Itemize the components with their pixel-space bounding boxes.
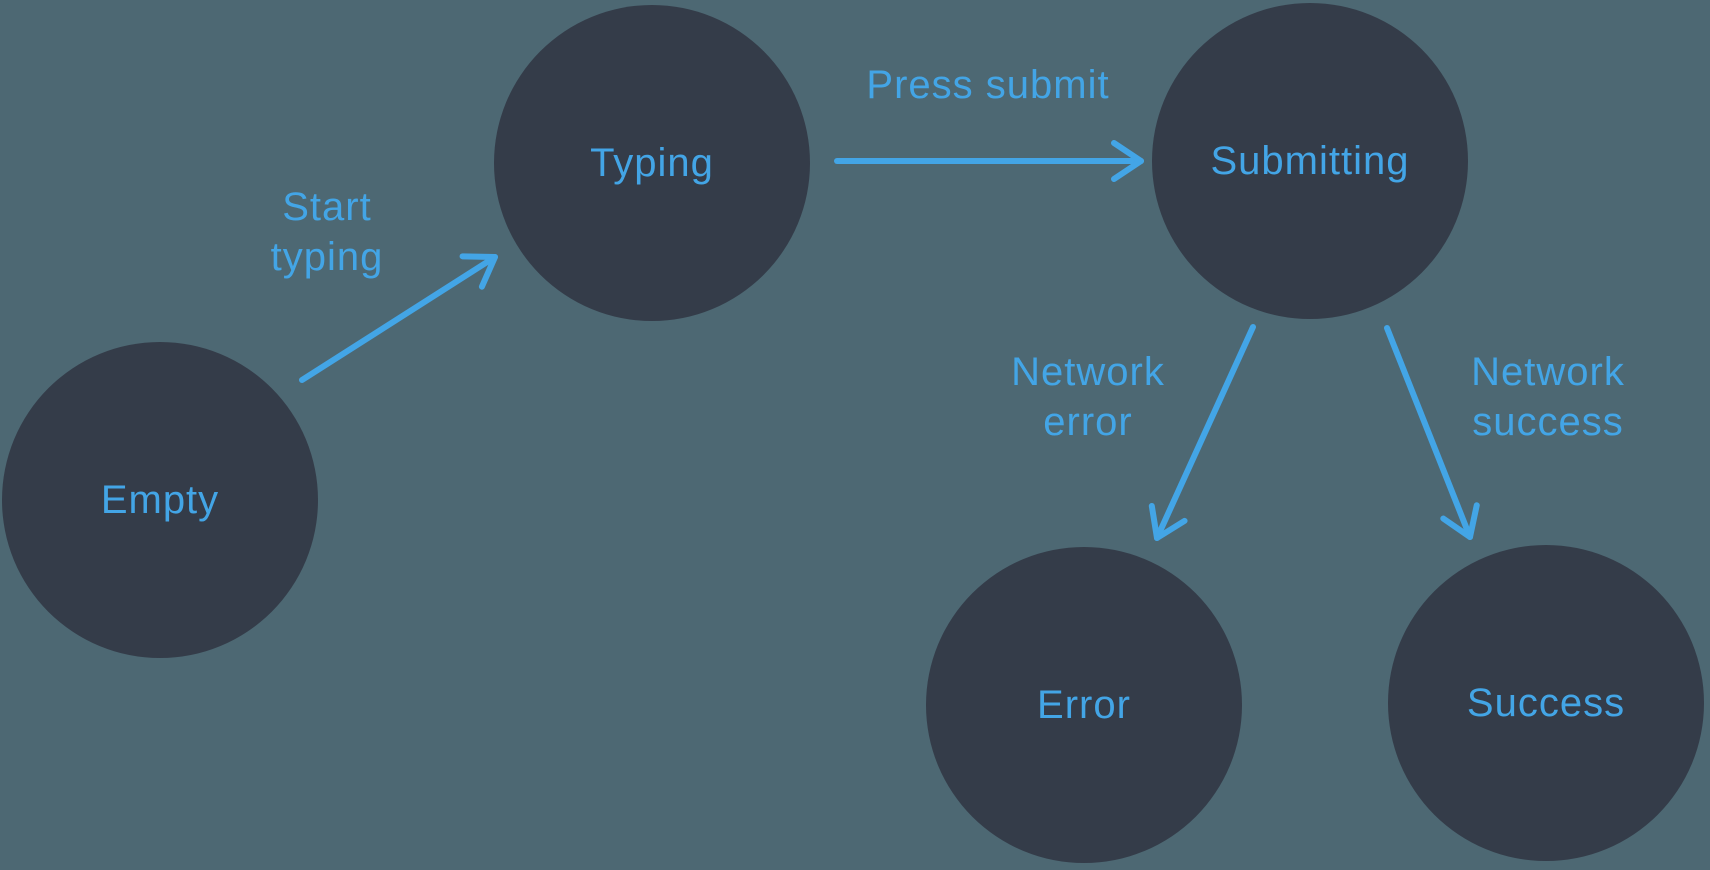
node-success-label: Success [1466, 680, 1626, 725]
edge-network-success-arrow [1384, 325, 1480, 540]
node-success: Success [1388, 545, 1704, 861]
node-error: Error [926, 547, 1242, 863]
edge-start-typing-arrow [299, 253, 498, 383]
node-submitting: Submitting [1152, 3, 1468, 319]
edge-label-press-submit: Press submit [866, 63, 1110, 107]
edge-label-network-error: Network error [1011, 350, 1165, 444]
node-typing: Typing [494, 5, 810, 321]
node-error-label: Error [1037, 682, 1131, 727]
edge-label-network-success: Network success [1471, 350, 1625, 444]
node-submitting-label: Submitting [1210, 138, 1410, 183]
node-empty: Empty [2, 342, 318, 658]
node-empty-label: Empty [100, 477, 220, 522]
node-typing-label: Typing [590, 140, 714, 185]
edge-label-start-typing: Start typing [270, 185, 384, 279]
edge-network-error-arrow [1148, 324, 1256, 541]
